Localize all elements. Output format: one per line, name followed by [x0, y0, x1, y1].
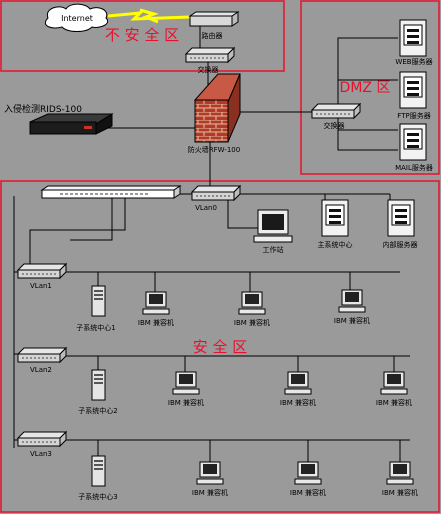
pc-icon [142, 291, 170, 315]
pc-label: IBM 兼容机 [138, 318, 174, 327]
firewall-icon [193, 73, 241, 143]
sub-center-2-label: 子系统中心2 [78, 406, 117, 415]
dmz-zone-border [300, 0, 440, 175]
vlan1-switch-icon [17, 263, 67, 279]
internet-label: Internet [61, 14, 93, 23]
pc-icon [172, 371, 200, 395]
sub-center-3-tower-icon [91, 455, 106, 487]
vlan0-switch-icon [191, 185, 241, 201]
dmz-zone-label: DMZ 区 [340, 80, 391, 96]
pc-icon [338, 289, 366, 313]
vlan1-label: VLan1 [30, 282, 52, 290]
workstation-icon [253, 209, 293, 243]
unsafe-zone-label: 不 安 全 区 [105, 26, 179, 44]
ids-label: 入侵检测RIDS-100 [4, 103, 82, 115]
pc-icon [196, 461, 224, 485]
pc-icon [294, 461, 322, 485]
safe-zone-border [0, 180, 440, 513]
ids-device-icon [29, 113, 114, 135]
vlan2-label: VLan2 [30, 366, 52, 374]
core-switch-icon [40, 185, 182, 199]
vlan3-label: VLan3 [30, 450, 52, 458]
pc-icon [386, 461, 414, 485]
dmz-switch-icon [311, 103, 361, 119]
pc-icon [284, 371, 312, 395]
mail-server-label: MAIL服务器 [395, 163, 433, 172]
pc-icon [238, 291, 266, 315]
internal-server-label: 内部服务器 [383, 240, 418, 249]
unsafe-zone-border [0, 0, 285, 72]
internet-cloud [44, 3, 108, 32]
mail-server-icon [399, 123, 427, 161]
sub-center-1-label: 子系统中心1 [76, 323, 115, 332]
router-icon [188, 11, 240, 27]
vlan0-label: VLan0 [195, 204, 217, 212]
vlan3-switch-icon [17, 431, 67, 447]
top-switch-label: 交换器 [198, 65, 219, 74]
pc-label: IBM 兼容机 [382, 488, 418, 497]
main-center-server-icon [321, 199, 349, 237]
safe-zone-label: 安 全 区 [193, 338, 248, 356]
workstation-label: 工作站 [263, 245, 284, 254]
pc-label: IBM 兼容机 [290, 488, 326, 497]
pc-icon [380, 371, 408, 395]
lightning-bolt-icon [107, 11, 191, 21]
web-server-label: WEB服务器 [395, 57, 432, 66]
pc-label: IBM 兼容机 [334, 316, 370, 325]
dmz-switch-label: 交换器 [324, 121, 345, 130]
sub-center-3-label: 子系统中心3 [78, 492, 117, 501]
ftp-server-label: FTP服务器 [397, 111, 430, 120]
pc-label: IBM 兼容机 [192, 488, 228, 497]
vlan2-switch-icon [17, 347, 67, 363]
pc-label: IBM 兼容机 [376, 398, 412, 407]
pc-label: IBM 兼容机 [168, 398, 204, 407]
top-switch-icon [185, 47, 235, 63]
web-server-icon [399, 19, 427, 57]
lightning-icon [139, 8, 159, 24]
main-center-label: 主系统中心 [318, 240, 353, 249]
sub-center-1-tower-icon [91, 285, 106, 317]
firewall-label: 防火墙RFW-100 [188, 145, 240, 154]
router-label: 路由器 [202, 31, 223, 40]
internal-server-icon [387, 199, 415, 237]
ftp-server-icon [399, 71, 427, 109]
sub-center-2-tower-icon [91, 369, 106, 401]
pc-label: IBM 兼容机 [234, 318, 270, 327]
pc-label: IBM 兼容机 [280, 398, 316, 407]
